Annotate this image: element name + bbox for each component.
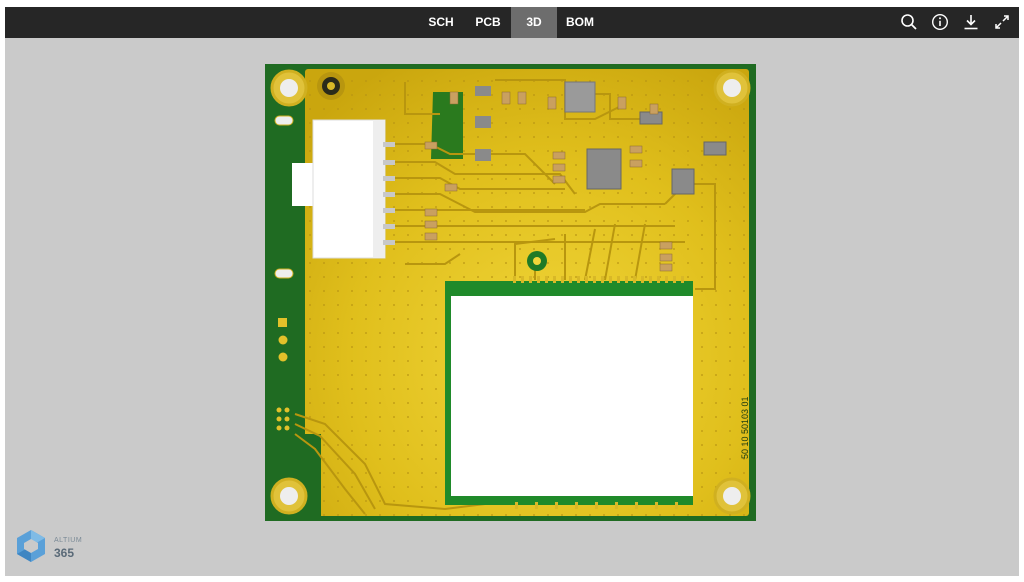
pcb-board: 50 10 50103 01 — [265, 64, 756, 521]
info-icon[interactable] — [931, 13, 949, 31]
download-icon[interactable] — [962, 13, 980, 31]
connector — [292, 119, 395, 259]
tab-bom[interactable]: BOM — [566, 15, 594, 29]
mounting-hole — [270, 69, 751, 515]
toolbar: SCH PCB 3D BOM — [5, 7, 1019, 38]
fullscreen-icon[interactable] — [993, 13, 1011, 31]
logo-text-bottom: 365 — [54, 546, 75, 560]
board-silkscreen-text: 50 10 50103 01 — [740, 396, 750, 459]
tab-sch[interactable]: SCH — [428, 15, 454, 29]
tab-pcb[interactable]: PCB — [475, 15, 501, 29]
altium-365-logo: ALTIUM 365 — [13, 528, 93, 568]
viewer: SCH PCB 3D BOM — [5, 7, 1019, 576]
rf-module — [445, 251, 693, 509]
tab-3d[interactable]: 3D — [511, 7, 557, 38]
altium-logo-icon — [17, 530, 45, 562]
search-icon[interactable] — [900, 13, 918, 31]
smd-components — [424, 81, 727, 272]
fiducial — [317, 72, 345, 100]
logo-text-top: ALTIUM — [54, 537, 83, 544]
pcb-3d-view[interactable]: 50 10 50103 01 — [265, 64, 756, 521]
